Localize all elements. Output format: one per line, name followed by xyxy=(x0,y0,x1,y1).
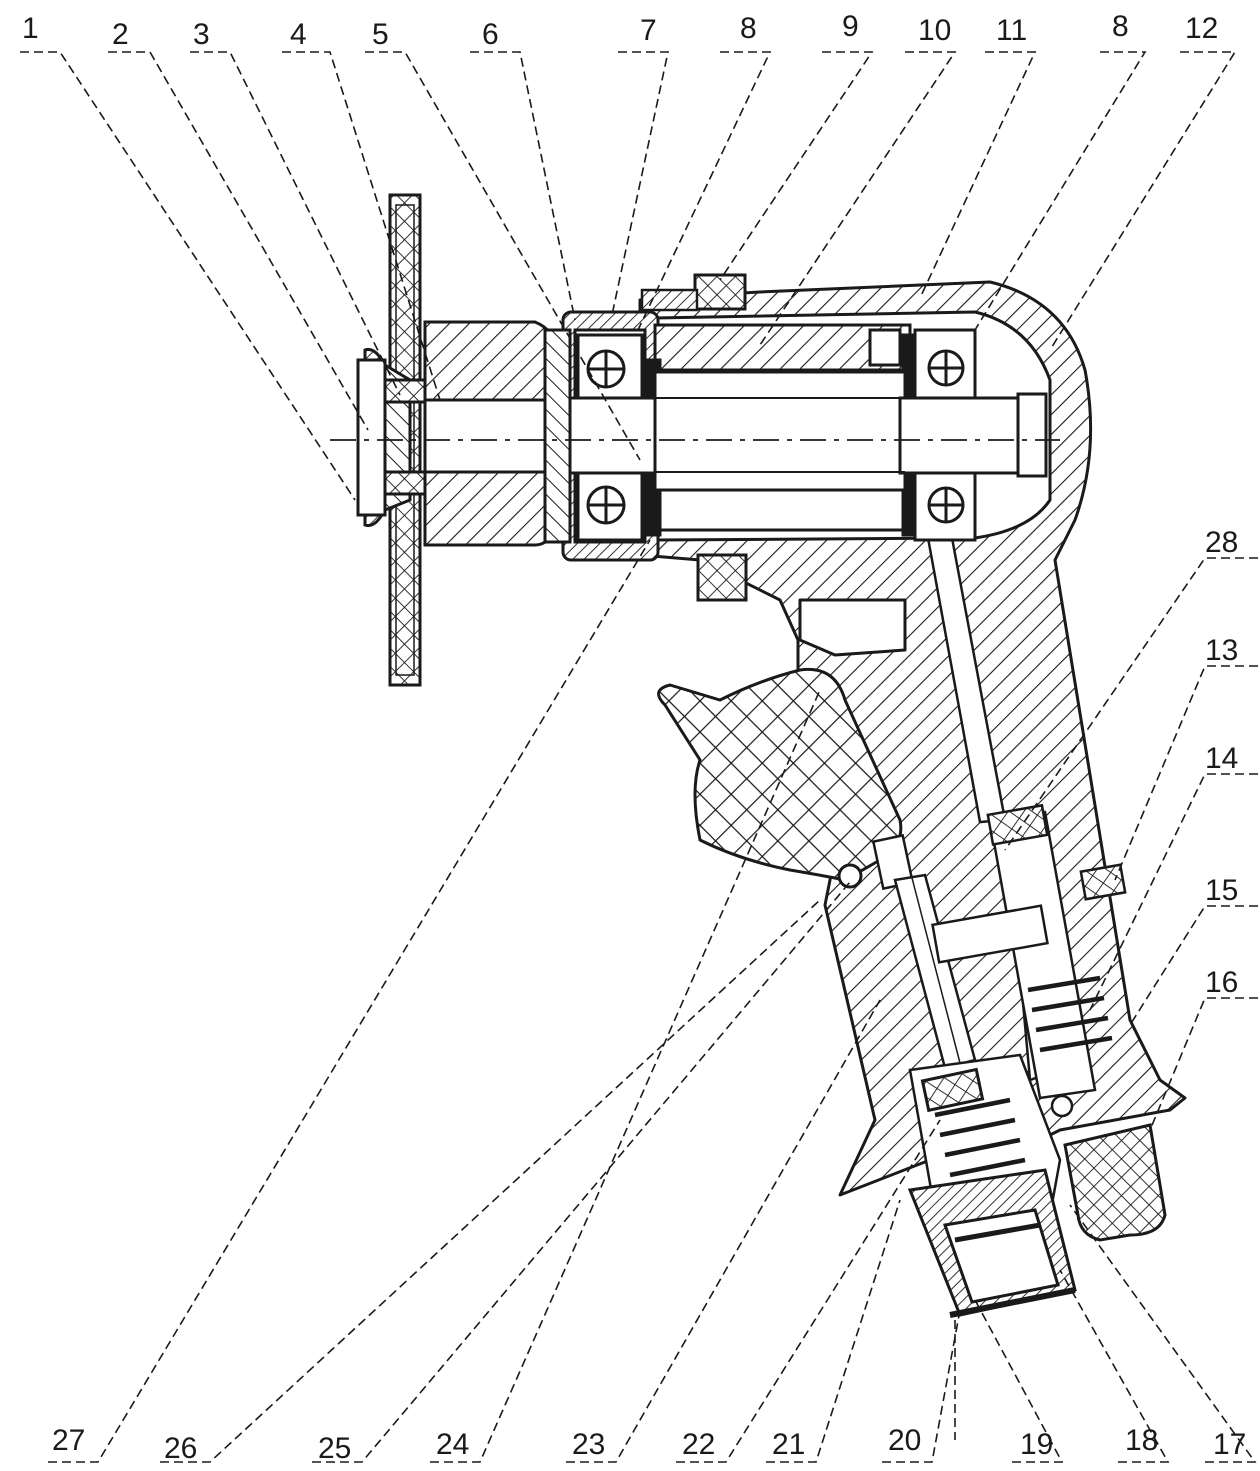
valve-ball-seat xyxy=(920,1067,985,1113)
leader-line xyxy=(566,999,881,1463)
label-top-5: 5 xyxy=(372,18,389,51)
leader-line xyxy=(1114,665,1258,881)
top-nut xyxy=(693,273,747,311)
regulator-valve xyxy=(986,803,1113,1118)
leader-line xyxy=(312,881,851,1463)
leader-line xyxy=(919,51,1037,299)
label-bottom-20: 20 xyxy=(888,1424,922,1457)
leader-line xyxy=(470,51,576,321)
label-top-11: 11 xyxy=(996,14,1028,47)
label-bottom-21: 21 xyxy=(772,1428,806,1461)
leader-line xyxy=(611,51,669,316)
knurled-knob xyxy=(1063,1123,1167,1242)
label-top-7: 7 xyxy=(640,14,657,47)
label-bottom-22: 22 xyxy=(682,1428,716,1461)
side-screw xyxy=(1079,863,1127,901)
label-top-8b: 8 xyxy=(1112,10,1129,43)
label-top-2: 2 xyxy=(112,18,129,51)
leader-line xyxy=(365,51,641,461)
label-bottom-26: 26 xyxy=(164,1432,198,1465)
leader-line xyxy=(108,51,369,431)
label-top-6: 6 xyxy=(482,18,499,51)
leader-line xyxy=(20,51,356,501)
leader-line xyxy=(1129,905,1258,1026)
label-bottom-24: 24 xyxy=(436,1428,470,1461)
bottom-nut xyxy=(696,553,748,602)
leader-line xyxy=(1069,1204,1257,1463)
front-bearing-bottom xyxy=(576,468,644,542)
leader-line xyxy=(48,539,651,1463)
label-right-16: 16 xyxy=(1205,966,1239,999)
leader-line xyxy=(719,51,874,281)
label-top-10: 10 xyxy=(918,14,952,47)
front-washer xyxy=(356,347,427,528)
leader-line xyxy=(430,689,821,1463)
leader-line xyxy=(1049,51,1237,351)
leader-line xyxy=(1149,997,1258,1131)
label-top-8: 8 xyxy=(740,12,757,45)
cross-pin xyxy=(931,904,1049,964)
leader-line xyxy=(676,1119,941,1463)
label-right-13: 13 xyxy=(1205,634,1239,667)
label-top-9: 9 xyxy=(842,10,859,43)
leader-line xyxy=(974,1299,1064,1463)
leader-line xyxy=(974,51,1147,331)
label-bottom-19: 19 xyxy=(1020,1428,1054,1461)
label-bottom-27: 27 xyxy=(52,1424,86,1457)
front-bearing-top xyxy=(576,333,644,407)
leader-line xyxy=(1059,1269,1170,1463)
leader-line xyxy=(759,51,957,346)
label-top-4: 4 xyxy=(290,18,307,51)
leader-line xyxy=(1004,557,1258,851)
leader-line xyxy=(190,51,401,396)
label-right-15: 15 xyxy=(1205,874,1239,907)
label-top-3: 3 xyxy=(193,18,210,51)
label-bottom-17: 17 xyxy=(1213,1428,1247,1461)
top-cover-plate xyxy=(640,288,699,312)
inlet-fitting xyxy=(907,1168,1077,1318)
label-bottom-23: 23 xyxy=(572,1428,606,1461)
label-right-14: 14 xyxy=(1205,742,1239,775)
clamp-nut xyxy=(423,320,572,547)
label-top-1: 1 xyxy=(22,12,39,45)
leader-line xyxy=(882,1309,961,1463)
label-right-28: 28 xyxy=(1205,526,1239,559)
leader-line xyxy=(1089,773,1258,1011)
label-top-12: 12 xyxy=(1185,12,1219,45)
leader-line xyxy=(160,899,821,1463)
leader-line xyxy=(282,51,441,401)
label-bottom-25: 25 xyxy=(318,1432,352,1465)
leader-lines xyxy=(20,51,1258,1463)
rear-bearing xyxy=(913,328,977,542)
leader-line xyxy=(766,1199,901,1463)
label-bottom-18: 18 xyxy=(1125,1424,1159,1457)
leader-line xyxy=(637,51,772,331)
